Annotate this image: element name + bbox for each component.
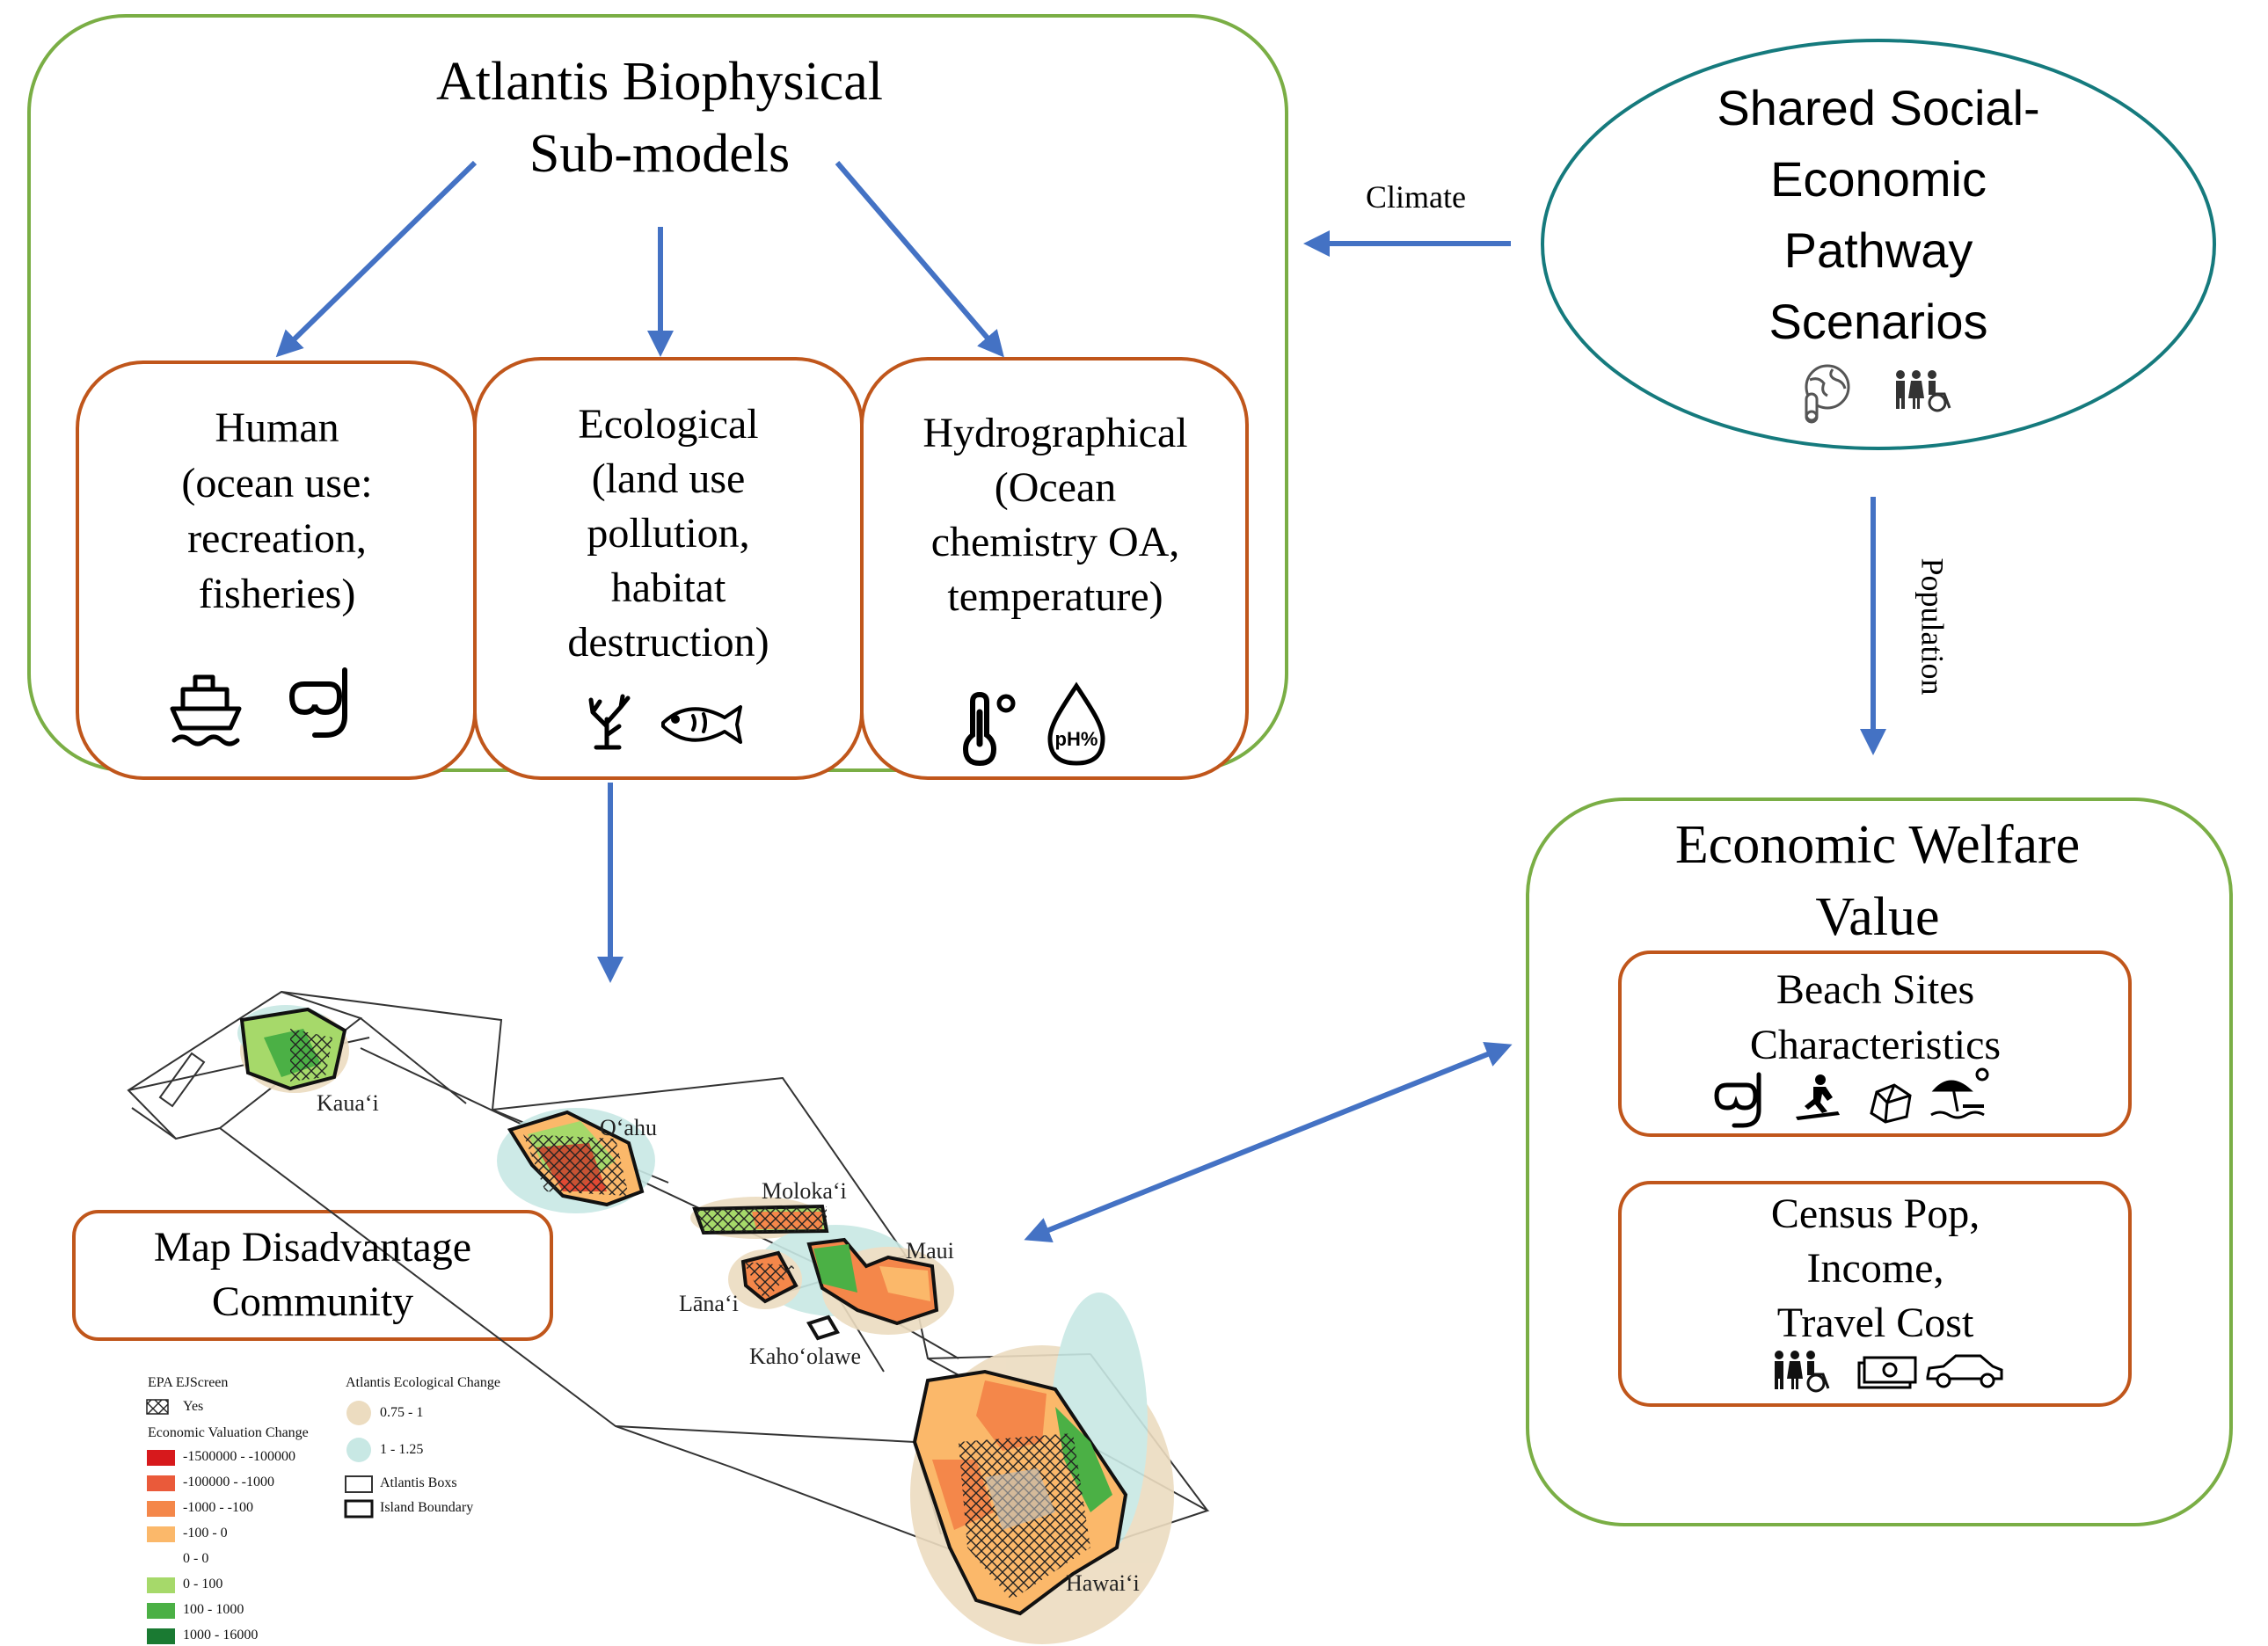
human-line-4: fisheries) (198, 571, 356, 617)
legend-valuation-label: -100000 - -1000 (183, 1475, 274, 1489)
human-line-3: recreation, (187, 515, 367, 562)
ph-drop-icon: pH% (1047, 681, 1105, 766)
ecological-line-5: destruction) (567, 619, 769, 666)
beach-line-1: Beach Sites (1776, 966, 1975, 1013)
legend-valuation-swatch (147, 1475, 175, 1491)
legend-valuation-label: 0 - 100 (183, 1577, 223, 1591)
hydrographical-label: Hydrographical (Ocean chemistry OA, temp… (866, 406, 1244, 624)
beach-snorkel-icon (1714, 1072, 1761, 1128)
census-label: Census Pop, Income, Travel Cost (1627, 1187, 2124, 1351)
ecological-line-4: habitat (610, 564, 726, 611)
arrow-map-welfare (1024, 1042, 1513, 1242)
ship-icon (170, 674, 242, 747)
climate-label: Climate (1366, 179, 1466, 215)
island-kauai: Kaua‘i (317, 1090, 379, 1116)
hydrographical-box (860, 357, 1249, 780)
beach-box (1618, 950, 2132, 1137)
hydro-line-2: (Ocean (994, 464, 1117, 511)
welfare-title: Economic Welfare Value (1565, 809, 2190, 953)
svg-text:pH%: pH% (1055, 728, 1098, 750)
hawaii-map (127, 990, 1210, 1644)
legend-atlantis-item-1: 0.75 - 1 (380, 1405, 424, 1420)
legend-valuation-swatch (147, 1577, 175, 1593)
ecological-line-2: (land use (591, 455, 746, 502)
ssp-line-1: Shared Social- (1717, 80, 2040, 135)
legend-valuation-swatch (147, 1526, 175, 1542)
map-label-line-1: Map Disadvantage (153, 1224, 472, 1271)
legend-valuation-title: Economic Valuation Change (148, 1425, 309, 1440)
legend-boundary: Island Boundary (380, 1500, 474, 1515)
census-population-icon (1775, 1351, 1830, 1393)
census-line-3: Travel Cost (1776, 1300, 1974, 1346)
legend-valuation-label: -100 - 0 (183, 1526, 228, 1540)
snorkel-mask-icon (288, 667, 347, 738)
atlantis-title-line-2: Sub-models (529, 124, 791, 184)
census-line-1: Census Pop, (1770, 1191, 1980, 1237)
hydro-line-3: chemistry OA, (930, 519, 1180, 565)
island-oahu: O‘ahu (600, 1115, 657, 1140)
map-label-box (72, 1210, 553, 1341)
ssp-label: Shared Social- Economic Pathway Scenario… (1615, 72, 2142, 357)
surfer-icon (1796, 1074, 1840, 1120)
legend-ejscreen-yes: Yes (183, 1399, 204, 1414)
legend-valuation-label: -1500000 - -100000 (183, 1449, 295, 1464)
legend-valuation-label: -1000 - -100 (183, 1500, 253, 1515)
island-molokai: Moloka‘i (762, 1178, 847, 1204)
legend-valuation-swatch (147, 1628, 175, 1644)
coral-icon (588, 694, 631, 750)
island-lanai: Lāna‘i (679, 1291, 739, 1316)
car-icon (1926, 1354, 2003, 1388)
atlantis-title-line-1: Atlantis Biophysical (435, 52, 884, 112)
population-label: Population (1914, 557, 1951, 696)
map-legend (146, 1399, 374, 1644)
legend-boxes: Atlantis Boxs (380, 1475, 457, 1490)
thermometer-icon (962, 691, 1016, 767)
money-icon (1857, 1356, 1917, 1389)
ssp-line-2: Economic (1770, 151, 1987, 207)
beach-line-2: Characteristics (1749, 1022, 2002, 1068)
human-line-1: Human (215, 404, 339, 451)
beach-umbrella-icon (1930, 1067, 1989, 1119)
legend-valuation-label: 100 - 1000 (183, 1602, 244, 1617)
census-box (1618, 1181, 2132, 1407)
beach-label: Beach Sites Characteristics (1627, 962, 2124, 1073)
population-icon (1896, 370, 1951, 412)
welfare-box (1526, 798, 2233, 1526)
ssp-line-3: Pathway (1783, 222, 1973, 278)
island-maui: Maui (906, 1238, 954, 1264)
human-label: Human (ocean use: recreation, fisheries) (84, 400, 470, 622)
arrow-to-hydrographical (835, 161, 1004, 358)
island-kahoolawe: Kaho‘olawe (749, 1344, 862, 1369)
human-line-2: (ocean use: (181, 460, 373, 506)
ecological-line-1: Ecological (578, 401, 759, 448)
climate-globe-icon (1805, 364, 1850, 424)
atlantis-title: Atlantis Biophysical Sub-models (334, 46, 985, 190)
legend-valuation-swatch (147, 1552, 175, 1568)
map-label: Map Disadvantage Community (77, 1220, 548, 1329)
legend-valuation-swatch (147, 1501, 175, 1517)
legend-atlantis-item-2: 1 - 1.25 (380, 1442, 424, 1457)
legend-atlantis-title: Atlantis Ecological Change (346, 1375, 500, 1390)
rock-icon (1870, 1083, 1912, 1124)
welfare-title-line-1: Economic Welfare (1674, 815, 2081, 875)
arrow-to-human (275, 160, 478, 358)
legend-valuation-swatch (147, 1603, 175, 1619)
island-hawaii: Hawai‘i (1066, 1570, 1140, 1596)
fish-icon (661, 705, 742, 744)
hydro-line-1: Hydrographical (923, 410, 1188, 456)
legend-valuation-swatch (147, 1450, 175, 1466)
legend-valuation-label: 0 - 0 (183, 1551, 209, 1566)
welfare-title-line-2: Value (1815, 887, 1940, 947)
ecological-label: Ecological (land use pollution, habitat … (479, 397, 857, 670)
legend-valuation-label: 1000 - 16000 (183, 1628, 259, 1642)
ssp-line-4: Scenarios (1768, 294, 1988, 349)
ssp-ellipse (1541, 39, 2216, 450)
ecological-line-3: pollution, (587, 510, 750, 557)
hydro-line-4: temperature) (947, 573, 1163, 620)
census-line-2: Income, (1806, 1245, 1944, 1292)
legend-ejscreen-title: EPA EJScreen (148, 1375, 229, 1390)
map-label-line-2: Community (211, 1278, 414, 1325)
